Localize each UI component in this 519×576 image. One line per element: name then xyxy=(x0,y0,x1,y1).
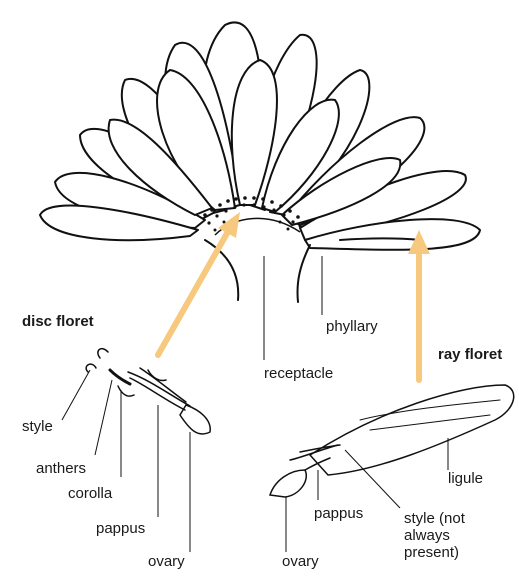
style-ray-label: style (not always present) xyxy=(404,510,484,561)
anthers-leader xyxy=(95,380,112,455)
arrow-ray xyxy=(408,230,430,380)
corolla-label: corolla xyxy=(68,485,112,502)
ovary-ray-label: ovary xyxy=(282,553,319,570)
phyllary-left xyxy=(205,240,238,300)
phyllary-right xyxy=(298,245,311,302)
ray-floret-heading: ray floret xyxy=(438,346,502,363)
disc-floret-heading: disc floret xyxy=(22,313,94,330)
style-disc-leader xyxy=(62,370,90,420)
anthers-label: anthers xyxy=(36,460,86,477)
pappus-ray-label: pappus xyxy=(314,505,363,522)
receptacle-label: receptacle xyxy=(264,365,333,382)
ovary-disc-label: ovary xyxy=(148,553,185,570)
pappus-disc-label: pappus xyxy=(96,520,145,537)
style-disc-label: style xyxy=(22,418,53,435)
ligule-label: ligule xyxy=(448,470,483,487)
disc-floret-drawing xyxy=(86,349,210,434)
phyllary-label: phyllary xyxy=(326,318,378,335)
